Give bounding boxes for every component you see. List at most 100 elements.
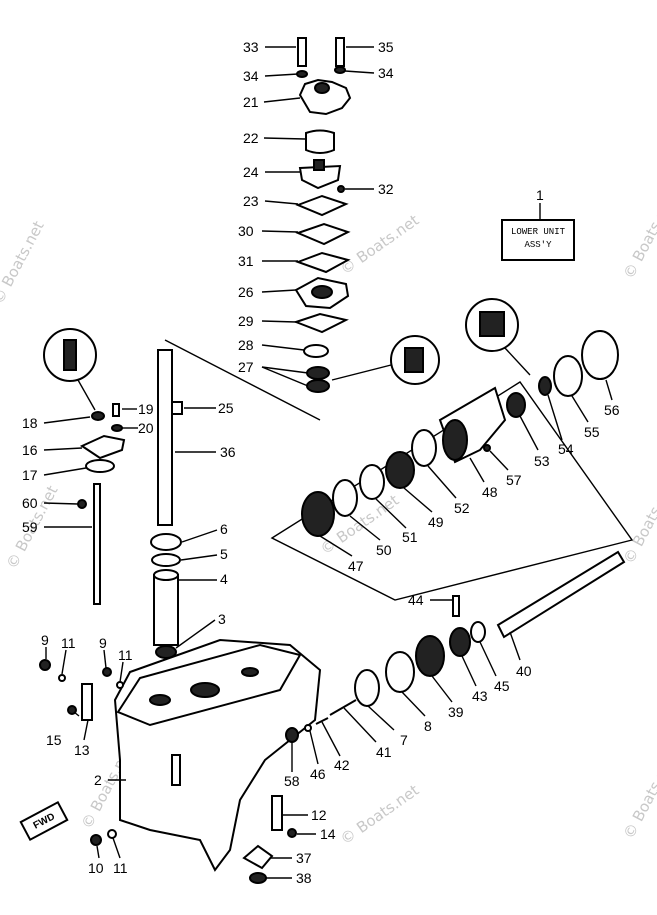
shift-rod-group	[43, 328, 183, 605]
outer-plate-30	[295, 222, 351, 246]
part-label: 50	[376, 542, 392, 558]
ball-58	[285, 727, 299, 743]
anode-13	[81, 683, 93, 721]
detail-bearing-icon	[479, 311, 505, 337]
assembly-title-line1: LOWER UNIT	[510, 227, 565, 237]
pump-case-bore	[311, 285, 333, 299]
pin-42	[315, 717, 329, 725]
shift-rod-cover-16	[79, 434, 126, 460]
part-label: 45	[494, 678, 510, 694]
bearing-49	[385, 451, 415, 489]
clip-60	[77, 499, 87, 509]
part-label: 9	[41, 632, 49, 648]
propeller-shaft-40	[496, 550, 626, 639]
bearing-8	[385, 651, 415, 693]
pin-32	[337, 185, 345, 193]
part-label: 25	[218, 400, 234, 416]
reverse-gear-47	[301, 491, 335, 537]
part-label: 36	[220, 444, 236, 460]
part-label: 34	[378, 65, 394, 81]
part-label: 55	[584, 424, 600, 440]
part-label: 19	[138, 401, 154, 417]
assembly-title-line2: ASS'Y	[524, 240, 552, 250]
leader-lines	[43, 46, 613, 879]
part-label: 57	[506, 472, 522, 488]
part-label: 54	[558, 441, 574, 457]
part-label: 22	[243, 130, 259, 146]
part-label: 48	[482, 484, 498, 500]
part-label: 41	[376, 744, 392, 760]
oil-seal-27-upper	[306, 366, 330, 380]
part-label: 31	[238, 253, 254, 269]
part-label: 3	[218, 611, 226, 627]
part-label: 37	[296, 850, 312, 866]
pump-housing-21	[298, 78, 352, 116]
washer-5	[151, 553, 181, 567]
part-label: 32	[378, 181, 394, 197]
pin-44	[452, 595, 460, 617]
part-label: 43	[472, 688, 488, 704]
part-label: 28	[238, 337, 254, 353]
watermark: © Boats.net	[0, 218, 48, 307]
seal-18	[91, 411, 105, 421]
part-label: 27	[238, 359, 254, 375]
bolt-10	[90, 834, 102, 846]
part-label: 11	[113, 860, 128, 876]
part-label: 29	[238, 313, 254, 329]
part-label: 13	[74, 742, 90, 758]
washer-20	[111, 424, 123, 432]
part-label: 52	[454, 500, 470, 516]
part-label: 47	[348, 558, 364, 574]
part-label: 44	[408, 592, 424, 608]
part-label: 12	[311, 807, 327, 823]
part-label: 9	[99, 635, 107, 651]
part-label: 8	[424, 718, 432, 734]
o-ring-55	[553, 355, 583, 397]
ball-46	[304, 724, 312, 732]
oil-seal-56	[581, 330, 619, 380]
assembly-ref-number: 1	[536, 187, 544, 203]
bearing-53	[506, 392, 526, 418]
gasket-29	[293, 312, 349, 334]
trim-tab-12	[271, 795, 283, 831]
part-label: 17	[22, 467, 38, 483]
part-label: 40	[516, 663, 532, 679]
lower-case-bore-3	[241, 667, 259, 677]
insert-cartridge-22	[305, 129, 335, 154]
bearing-6	[150, 533, 182, 551]
brand-plate	[171, 754, 181, 786]
washer-11-right	[116, 681, 124, 689]
drive-shaft-36	[157, 349, 173, 526]
watermark: © Boats.net	[620, 478, 657, 567]
washer-34-left	[296, 70, 308, 78]
watermark: © Boats.net	[337, 781, 422, 848]
part-label: 14	[320, 826, 336, 842]
part-label: 51	[402, 529, 418, 545]
part-label: 4	[220, 571, 228, 587]
shift-rod-59	[93, 483, 101, 605]
impeller-24	[298, 164, 342, 190]
bolt-9-left	[39, 659, 51, 671]
part-label: 18	[22, 415, 38, 431]
washer-34-right	[334, 66, 346, 74]
part-label: 2	[94, 772, 102, 788]
pin-25	[171, 401, 183, 415]
part-label: 34	[243, 68, 259, 84]
part-label: 6	[220, 521, 228, 537]
part-label: 60	[22, 495, 38, 511]
watermark: © Boats.net	[620, 753, 657, 842]
impeller-key-24	[313, 159, 325, 171]
o-ring-28	[303, 344, 329, 358]
washer-11-left	[58, 674, 66, 682]
bolt-35	[335, 37, 345, 67]
part-label: 21	[243, 94, 259, 110]
spring-clip-45	[470, 621, 486, 643]
part-label: 35	[378, 39, 394, 55]
bolt-9-right	[102, 667, 112, 677]
watermark: © Boats.net	[620, 193, 657, 282]
detail-seal-icon	[404, 347, 424, 373]
oil-seal-27-lower	[306, 379, 330, 393]
part-label: 33	[243, 39, 259, 55]
part-label: 5	[220, 546, 228, 562]
part-label: 58	[284, 773, 300, 789]
